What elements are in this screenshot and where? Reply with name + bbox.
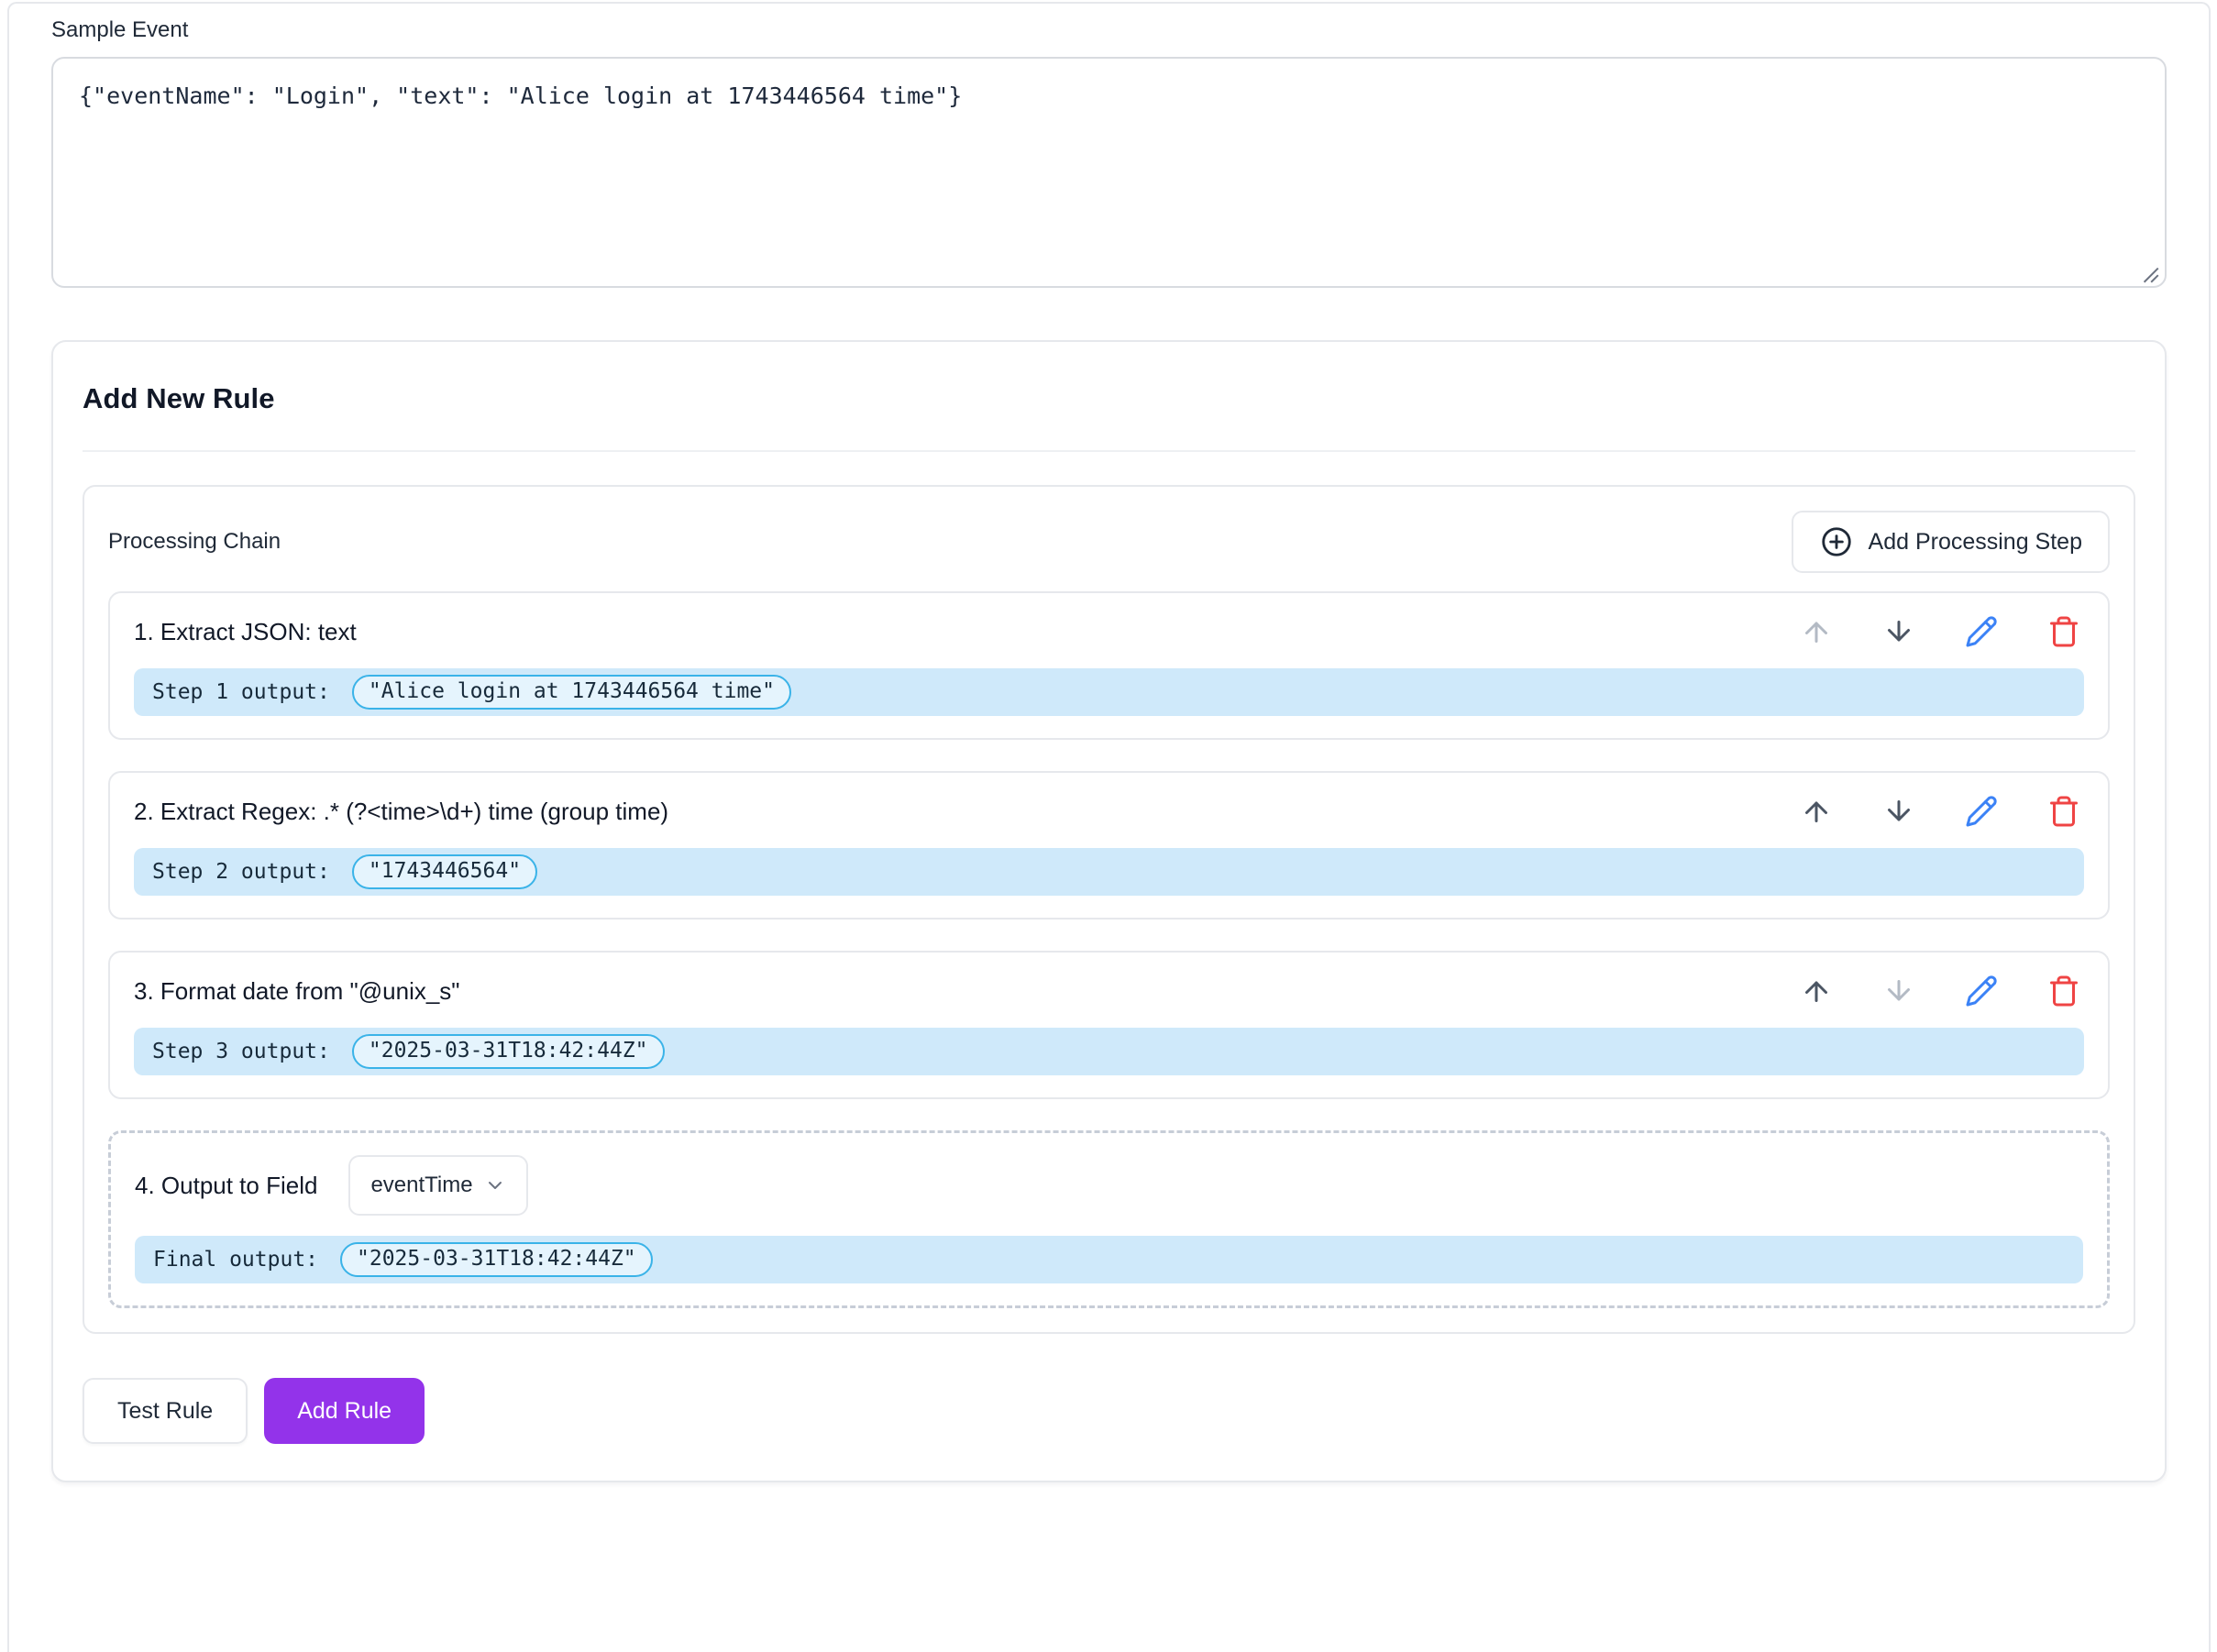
sample-event-textarea-wrap: {"eventName": "Login", "text": "Alice lo… (51, 57, 2167, 292)
output-field-value: eventTime (370, 1173, 473, 1197)
step-output-value: "2025-03-31T18:42:44Z" (351, 1034, 665, 1069)
trash-icon (2050, 975, 2078, 1007)
test-rule-button[interactable]: Test Rule (83, 1378, 248, 1444)
step-output-label: Step 2 output: (152, 860, 330, 884)
arrow-down-icon (1888, 980, 1910, 1001)
processing-chain-box: Processing Chain Add Processing Step 1. … (83, 485, 2135, 1334)
move-down-button[interactable] (1882, 975, 1915, 1008)
add-new-rule-card: Add New Rule Processing Chain Add Proces… (51, 340, 2167, 1482)
chevron-down-icon (488, 1182, 502, 1189)
final-output-value: "2025-03-31T18:42:44Z" (340, 1242, 653, 1277)
arrow-up-icon (1805, 801, 1827, 822)
edit-step-button[interactable] (1965, 615, 1998, 648)
move-down-button[interactable] (1882, 795, 1915, 828)
step-output-value: "1743446564" (351, 854, 538, 889)
processing-chain-header: Processing Chain Add Processing Step (108, 511, 2110, 573)
add-processing-step-button[interactable]: Add Processing Step (1791, 511, 2110, 573)
arrow-down-icon (1888, 621, 1910, 642)
processing-step-card-1: 1. Extract JSON: text (108, 591, 2110, 740)
divider (83, 450, 2135, 452)
arrow-up-icon (1805, 622, 1827, 643)
trash-icon (2050, 616, 2078, 647)
trash-icon (2050, 796, 2078, 827)
step-title: 2. Extract Regex: .* (?<time>\d+) time (… (134, 797, 669, 825)
step-title: 3. Format date from "@unix_s" (134, 976, 460, 1005)
step-output-label: Step 1 output: (152, 680, 330, 704)
plus-circle-icon (1821, 527, 1851, 556)
pencil-icon (1966, 616, 1997, 647)
step-output-value: "Alice login at 1743446564 time" (351, 675, 791, 710)
pencil-icon (1966, 796, 1997, 827)
move-up-button[interactable] (1800, 975, 1833, 1008)
move-down-button[interactable] (1882, 615, 1915, 648)
final-output-bar: Final output: "2025-03-31T18:42:44Z" (135, 1236, 2083, 1283)
step-actions (1800, 795, 2084, 828)
step-output-bar: Step 3 output: "2025-03-31T18:42:44Z" (134, 1028, 2084, 1075)
move-up-button[interactable] (1800, 615, 1833, 648)
sample-event-input[interactable]: {"eventName": "Login", "text": "Alice lo… (51, 57, 2167, 288)
arrow-down-icon (1888, 800, 1910, 821)
rule-builder-panel: Sample Event {"eventName": "Login", "tex… (7, 2, 2211, 1652)
step-actions (1800, 615, 2084, 648)
arrow-up-icon (1805, 981, 1827, 1002)
step-output-label: Step 3 output: (152, 1040, 330, 1063)
add-processing-step-label: Add Processing Step (1868, 528, 2082, 555)
step-output-bar: Step 1 output: "Alice login at 174344656… (134, 668, 2084, 716)
pencil-icon (1966, 975, 1997, 1007)
step-output-bar: Step 2 output: "1743446564" (134, 848, 2084, 896)
delete-step-button[interactable] (2047, 975, 2080, 1008)
move-up-button[interactable] (1800, 795, 1833, 828)
output-step-title: 4. Output to Field (135, 1171, 318, 1199)
add-rule-button[interactable]: Add Rule (264, 1378, 425, 1444)
output-to-field-card: 4. Output to Field eventTime Final outpu… (108, 1130, 2110, 1308)
step-actions (1800, 975, 2084, 1008)
add-new-rule-title: Add New Rule (83, 382, 275, 414)
delete-step-button[interactable] (2047, 615, 2080, 648)
sample-event-label: Sample Event (51, 17, 189, 42)
delete-step-button[interactable] (2047, 795, 2080, 828)
output-field-select[interactable]: eventTime (348, 1155, 528, 1216)
edit-step-button[interactable] (1965, 975, 1998, 1008)
processing-chain-title: Processing Chain (108, 529, 281, 554)
rule-form-actions: Test Rule Add Rule (83, 1378, 2135, 1444)
step-title: 1. Extract JSON: text (134, 617, 357, 645)
final-output-label: Final output: (153, 1248, 319, 1272)
processing-step-card-2: 2. Extract Regex: .* (?<time>\d+) time (… (108, 771, 2110, 920)
processing-step-card-3: 3. Format date from "@unix_s" (108, 951, 2110, 1099)
edit-step-button[interactable] (1965, 795, 1998, 828)
